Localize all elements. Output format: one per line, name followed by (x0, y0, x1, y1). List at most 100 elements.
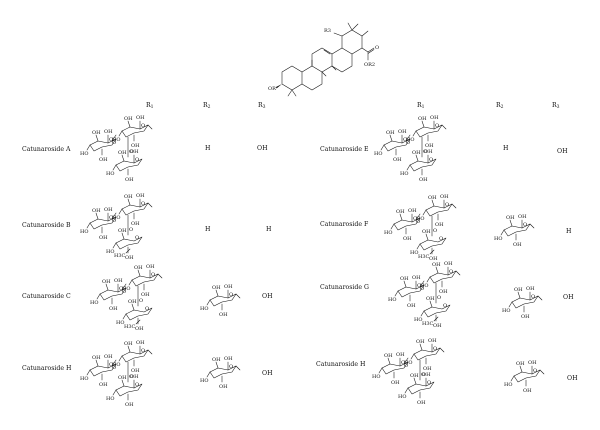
ring-oxygen-label: O (433, 346, 437, 352)
hydroxyl-label: OH (212, 357, 221, 363)
bond (431, 199, 435, 207)
ring-oxygen-label: O (135, 157, 139, 163)
hydroxyl-label: HO (420, 283, 428, 289)
bond (122, 313, 127, 320)
left-header-r1: R1 (146, 102, 154, 110)
bond (422, 209, 427, 216)
bond (115, 236, 143, 250)
bond (415, 124, 443, 138)
hydroxyl-label: OH (124, 116, 133, 122)
hydroxyl-label: OH (141, 292, 150, 298)
bond (99, 287, 127, 301)
bond (137, 269, 141, 277)
bond (426, 276, 431, 283)
bond (380, 144, 385, 151)
hydroxyl-label: HO (398, 394, 406, 400)
bond (112, 164, 117, 171)
hydroxyl-label: OH (134, 265, 143, 271)
bond (413, 377, 417, 385)
hydroxyl-label: OH (219, 384, 228, 390)
hydroxyl-label: HO (502, 308, 510, 314)
hydroxyl-label: OH (104, 207, 113, 213)
hydroxyl-label: OH (430, 115, 439, 121)
bond (415, 213, 421, 221)
bond (118, 355, 123, 362)
bond (111, 134, 117, 142)
hydroxyl-label: OH (136, 340, 145, 346)
bond (503, 223, 531, 237)
ring-oxygen-label: O (141, 348, 145, 354)
bond (131, 273, 159, 287)
compound-r3: OH (557, 148, 568, 155)
hydroxyl-label: OH (428, 195, 437, 201)
ring-oxygen-label: O (141, 201, 145, 207)
methyl-label: H3C (124, 324, 136, 330)
glycosidic-oxygen-label: O (129, 374, 133, 380)
bond (539, 369, 545, 375)
bond (429, 270, 457, 284)
bond (500, 229, 505, 236)
bond (95, 134, 99, 142)
hydroxyl-label: OH (92, 355, 101, 361)
bond (389, 134, 393, 142)
hydroxyl-label: OH (124, 341, 133, 347)
hydroxyl-label: HO (400, 171, 408, 177)
bond (125, 307, 153, 321)
hydroxyl-label: OH (102, 279, 111, 285)
bond (118, 208, 123, 215)
bond (421, 120, 425, 128)
bond (423, 304, 451, 318)
bond (118, 130, 123, 137)
hydroxyl-label: HO (416, 216, 424, 222)
bond (433, 316, 439, 322)
bond (89, 138, 117, 152)
glycosidic-oxygen-label: O (129, 149, 133, 155)
bond (513, 369, 541, 383)
bond (105, 283, 109, 291)
compound-name: Catunaroside F (320, 221, 369, 228)
bond (215, 289, 219, 297)
hydroxyl-label: HO (494, 236, 502, 242)
bond (127, 345, 131, 353)
bond (407, 381, 435, 395)
bond (121, 154, 125, 162)
right-header-r2: R2 (496, 102, 504, 110)
compound-name: Catunaroside E (320, 146, 369, 153)
hydroxyl-label: OH (417, 400, 426, 406)
hydroxyl-label: OH (528, 360, 537, 366)
bond (413, 347, 441, 361)
bond (390, 223, 395, 230)
hydroxyl-label: HO (200, 306, 208, 312)
hydroxyl-label: HO (504, 382, 512, 388)
ring-oxygen-label: O (413, 216, 417, 222)
ring-oxygen-label: O (135, 235, 139, 241)
hydroxyl-label: OH (440, 194, 449, 200)
bond (537, 295, 543, 301)
hydroxyl-label: HO (90, 300, 98, 306)
hydroxyl-label: OH (135, 326, 144, 332)
hydroxyl-label: OH (418, 116, 427, 122)
hydroxyl-label: OH (386, 130, 395, 136)
bond (403, 280, 407, 288)
bond (435, 266, 439, 274)
bond (519, 365, 523, 373)
bond (425, 233, 429, 241)
hydroxyl-label: HO (200, 378, 208, 384)
compound-r3: OH (262, 370, 273, 377)
glycosidic-oxygen-label: O (112, 218, 116, 224)
bond (406, 164, 411, 171)
bond (206, 371, 211, 378)
hydroxyl-label: HO (414, 317, 422, 323)
bond (86, 222, 91, 229)
bond (147, 124, 153, 130)
bond (147, 349, 153, 355)
core-r3-label: R3 (324, 28, 331, 34)
right-header-r3: R3 (552, 102, 560, 110)
hydroxyl-label: OH (125, 177, 134, 183)
